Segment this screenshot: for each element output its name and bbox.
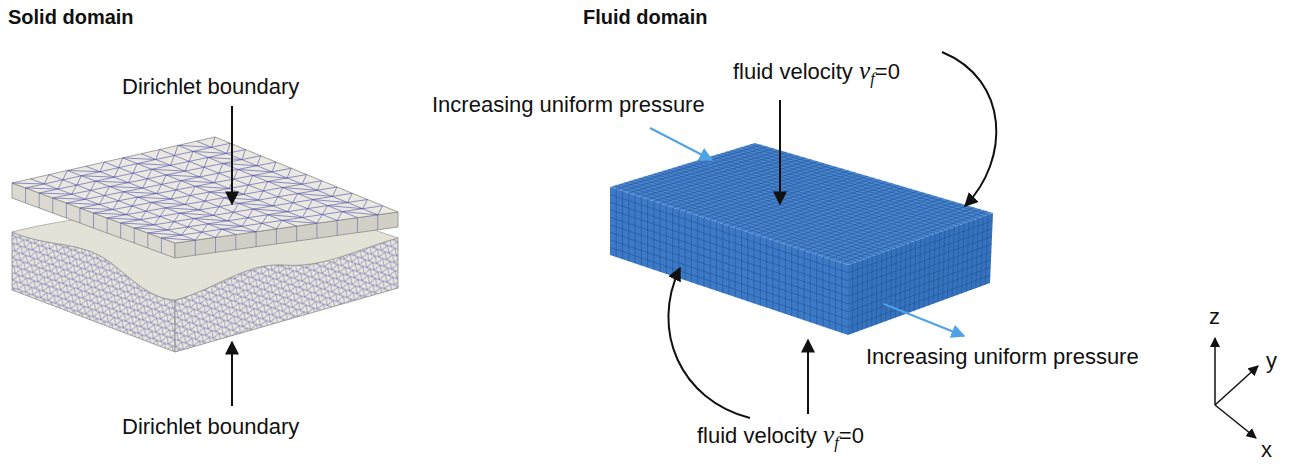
mesh-lines xyxy=(195,215,377,255)
mesh-lines xyxy=(615,144,988,263)
upper-solid-plate xyxy=(12,137,398,258)
axis-label: z xyxy=(1209,304,1220,329)
velocity-label: fluid velocity vf=0 xyxy=(733,56,900,89)
boundary-arrows xyxy=(232,106,233,406)
pressure-label: Increasing uniform pressure xyxy=(432,92,705,117)
velocity-label: fluid velocity vf=0 xyxy=(697,420,864,453)
coordinate-axes xyxy=(1215,338,1258,438)
label-heading: Fluid domain xyxy=(583,6,707,29)
label-heading: Solid domain xyxy=(8,6,134,29)
mesh-lines xyxy=(26,188,162,253)
fluid-box xyxy=(610,143,993,335)
pressure-label: Increasing uniform pressure xyxy=(866,344,1139,369)
axis-label: x xyxy=(1261,437,1272,462)
axis-label: y xyxy=(1266,348,1277,373)
boundary-label: Dirichlet boundary xyxy=(122,414,299,439)
mesh-lines xyxy=(12,137,383,240)
mesh-lines xyxy=(610,189,848,333)
mesh-lines xyxy=(848,215,993,334)
pressure-arrows xyxy=(650,128,964,336)
boundary-label: Dirichlet boundary xyxy=(122,74,299,99)
